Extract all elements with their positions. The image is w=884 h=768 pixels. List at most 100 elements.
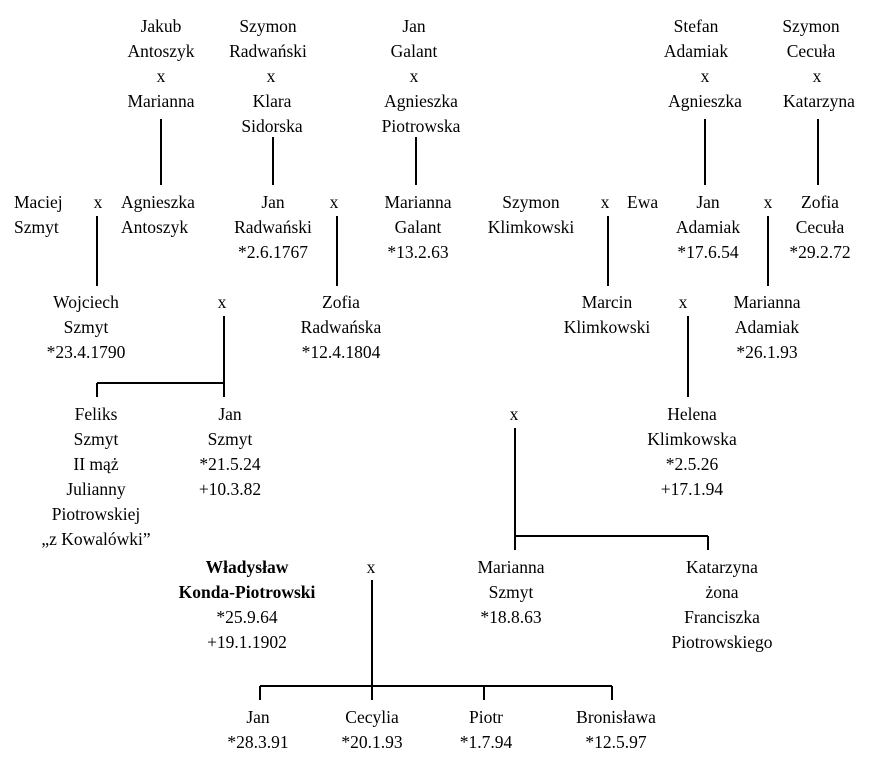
name-line: Agnieszka	[121, 192, 195, 212]
marriage-symbol: x	[812, 66, 822, 86]
name-line: Szymon	[782, 16, 840, 36]
name-line: Ewa	[627, 192, 659, 212]
death-date: +17.1.94	[660, 479, 724, 499]
person-zofia-cecula: Zofia Cecuła *29.2.72	[789, 190, 850, 265]
name-line: Katarzyna	[783, 91, 855, 111]
person-bronislawa: Bronisława *12.5.97	[576, 705, 656, 755]
person-szymon-radwanski: Szymon Radwański	[229, 14, 307, 64]
name-line: Helena	[667, 404, 717, 424]
name-line: Jan	[246, 707, 270, 727]
marriage-symbol: x	[217, 292, 227, 312]
name-line: Marianna	[477, 557, 545, 577]
name-line: Galant	[390, 41, 438, 61]
name-line: Katarzyna	[686, 557, 758, 577]
marriage-symbol: x	[329, 192, 339, 212]
birth-date: *17.6.54	[677, 242, 739, 262]
name-line: Władysław	[205, 557, 289, 577]
name-line: Galant	[394, 217, 442, 237]
person-marianna-szmyt: Marianna Szmyt *18.8.63	[477, 555, 544, 630]
note-line: Franciszka	[684, 607, 760, 627]
name-line: Zofia	[322, 292, 360, 312]
person-jan-galant: Jan Galant	[391, 14, 438, 64]
name-line: Cecylia	[345, 707, 399, 727]
person-maciej-szmyt: Maciej Szmyt	[14, 190, 63, 240]
birth-date: *26.1.93	[736, 342, 798, 362]
name-line: Marianna	[384, 192, 452, 212]
birth-date: *12.4.1804	[301, 342, 381, 362]
name-line: Jakub	[140, 16, 182, 36]
person-katarzyna-cecula: Katarzyna	[783, 89, 855, 114]
person-cecylia: Cecylia *20.1.93	[341, 705, 402, 755]
birth-date: *2.6.1767	[238, 242, 308, 262]
name-line: Szmyt	[207, 429, 253, 449]
person-jakub-antoszyk: Jakub Antoszyk	[127, 14, 194, 64]
person-marianna-adamiak: Marianna Adamiak *26.1.93	[733, 290, 800, 365]
birth-date: *21.5.24	[199, 454, 261, 474]
name-line: Zofia	[801, 192, 839, 212]
name-line: Antoszyk	[127, 41, 195, 61]
name-line: Adamiak	[675, 217, 741, 237]
name-line: Klimkowski	[563, 317, 651, 337]
name-line: Jan	[696, 192, 720, 212]
name-line: Szmyt	[488, 582, 534, 602]
person-wladyslaw-konda-piotrowski: Władysław Konda-Piotrowski *25.9.64 +19.…	[179, 555, 316, 655]
name-line: Cecuła	[786, 41, 836, 61]
marriage-symbol: x	[678, 292, 688, 312]
birth-date: *28.3.91	[227, 732, 289, 752]
person-marianna-galant: Marianna Galant *13.2.63	[384, 190, 451, 265]
birth-date: *12.5.97	[585, 732, 647, 752]
marriage-symbol: x	[366, 557, 376, 577]
person-jan-konda: Jan *28.3.91	[227, 705, 288, 755]
marriage-symbol: x	[700, 66, 710, 86]
marriage-symbol: x	[156, 66, 166, 86]
name-line: Jan	[218, 404, 242, 424]
name-line: Adamiak	[734, 317, 800, 337]
person-jan-szmyt: Jan Szmyt *21.5.24 +10.3.82	[199, 402, 261, 502]
person-marcin-klimkowski: Marcin Klimkowski	[564, 290, 651, 340]
birth-date: *2.5.26	[665, 454, 719, 474]
death-date: +10.3.82	[198, 479, 262, 499]
name-line: Adamiak	[663, 41, 729, 61]
birth-date: *20.1.93	[341, 732, 403, 752]
person-helena-klimkowska: Helena Klimkowska *2.5.26 +17.1.94	[647, 402, 736, 502]
person-jan-radwanski: Jan Radwański *2.6.1767	[234, 190, 312, 265]
name-line: Jan	[402, 16, 426, 36]
person-feliks-szmyt: Feliks Szmyt II mąż Julianny Piotrowskie…	[41, 402, 150, 552]
name-line: Agnieszka	[384, 91, 458, 111]
name-line: Klara	[252, 91, 292, 111]
marriage-symbol: x	[93, 192, 103, 212]
person-agnieszka-piotrowska: Agnieszka Piotrowska	[382, 89, 461, 139]
name-line: Radwański	[234, 217, 312, 237]
person-szymon-cecula: Szymon Cecuła	[782, 14, 839, 64]
marriage-symbol: x	[509, 404, 519, 424]
marriage-symbol: x	[409, 66, 419, 86]
name-line: Szmyt	[14, 217, 59, 237]
name-line: Piotr	[468, 707, 504, 727]
name-line: Klimkowska	[647, 429, 737, 449]
birth-date: *13.2.63	[387, 242, 449, 262]
name-line: Szymon	[502, 192, 560, 212]
note-line: Julianny	[66, 479, 126, 499]
note-line: „z Kowalówki”	[41, 529, 151, 549]
birth-date: *18.8.63	[480, 607, 542, 627]
note-line: żona	[705, 582, 739, 602]
marriage-symbol: x	[600, 192, 610, 212]
person-szymon-klimkowski: Szymon Klimkowski	[488, 190, 575, 240]
name-line: Marianna	[127, 91, 195, 111]
person-katarzyna: Katarzyna żona Franciszka Piotrowskiego	[671, 555, 772, 655]
name-line: Antoszyk	[121, 217, 189, 237]
birth-date: *1.7.94	[459, 732, 513, 752]
name-line: Radwański	[229, 41, 307, 61]
name-line: Feliks	[74, 404, 118, 424]
marriage-symbol: x	[763, 192, 773, 212]
name-line: Piotrowska	[381, 116, 461, 136]
note-line: Piotrowskiego	[671, 632, 773, 652]
birth-date: *25.9.64	[216, 607, 278, 627]
name-line: Szmyt	[73, 429, 119, 449]
name-line: Radwańska	[300, 317, 382, 337]
person-agnieszka-adamiak: Agnieszka	[668, 89, 742, 114]
name-line: Konda-Piotrowski	[178, 582, 316, 602]
name-line: Szmyt	[63, 317, 109, 337]
name-line: Marcin	[581, 292, 633, 312]
